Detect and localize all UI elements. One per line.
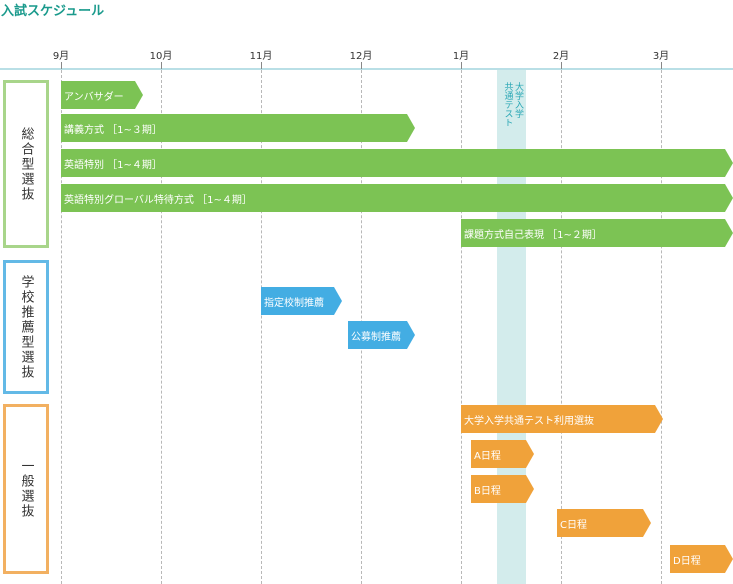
bar-public-recommendation[interactable]: 公募制推薦 bbox=[348, 321, 415, 349]
month-tick bbox=[661, 62, 662, 69]
month-tick bbox=[561, 62, 562, 69]
gridline bbox=[461, 70, 462, 584]
bar-schedule-b[interactable]: B日程 bbox=[471, 475, 534, 503]
month-tick bbox=[61, 62, 62, 69]
gridline bbox=[61, 70, 62, 584]
month-label-mar: 3月 bbox=[652, 51, 670, 62]
bar-schedule-c[interactable]: C日程 bbox=[557, 509, 651, 537]
timeline-rule bbox=[0, 68, 733, 70]
gridline bbox=[661, 70, 662, 584]
month-label-nov: 11月 bbox=[249, 51, 273, 62]
bar-designated-school[interactable]: 指定校制推薦 bbox=[261, 287, 342, 315]
bar-ambassador[interactable]: アンバサダー bbox=[61, 81, 143, 109]
group-suisen: 学校推薦型選抜 bbox=[3, 260, 49, 394]
month-label-jan: 1月 bbox=[452, 51, 470, 62]
gridline bbox=[261, 70, 262, 584]
common-test-band-line: 共通テスト bbox=[502, 82, 513, 127]
month-tick bbox=[261, 62, 262, 69]
group-sogo: 総合型選抜 bbox=[3, 80, 49, 248]
bar-self-expression[interactable]: 課題方式自己表現 ［1~２期］ bbox=[461, 219, 733, 247]
group-ippan: 一般選抜 bbox=[3, 404, 49, 574]
bar-english-global[interactable]: 英語特別グローバル特待方式 ［1~４期］ bbox=[61, 184, 733, 212]
month-label-feb: 2月 bbox=[552, 51, 570, 62]
common-test-band-line: 大学入学 bbox=[512, 82, 523, 118]
group-label-ippan: 一般選抜 bbox=[18, 459, 34, 519]
page-title: 入試スケジュール bbox=[1, 4, 105, 19]
month-tick bbox=[361, 62, 362, 69]
month-label-dec: 12月 bbox=[349, 51, 373, 62]
common-test-band-label: 大学入学 共通テスト bbox=[499, 82, 525, 127]
common-test-band bbox=[497, 70, 526, 584]
bar-schedule-d[interactable]: D日程 bbox=[670, 545, 733, 573]
group-label-sogo: 総合型選抜 bbox=[18, 126, 34, 202]
month-label-sep: 9月 bbox=[52, 51, 70, 62]
group-label-suisen: 学校推薦型選抜 bbox=[18, 274, 34, 380]
gridline bbox=[561, 70, 562, 584]
bar-schedule-a[interactable]: A日程 bbox=[471, 440, 534, 468]
month-label-oct: 10月 bbox=[149, 51, 173, 62]
bar-english-special[interactable]: 英語特別 ［1~４期］ bbox=[61, 149, 733, 177]
bar-common-test-use[interactable]: 大学入学共通テスト利用選抜 bbox=[461, 405, 663, 433]
gridline bbox=[161, 70, 162, 584]
bar-lecture-method[interactable]: 講義方式 ［1~３期］ bbox=[61, 114, 415, 142]
month-tick bbox=[461, 62, 462, 69]
month-tick bbox=[161, 62, 162, 69]
